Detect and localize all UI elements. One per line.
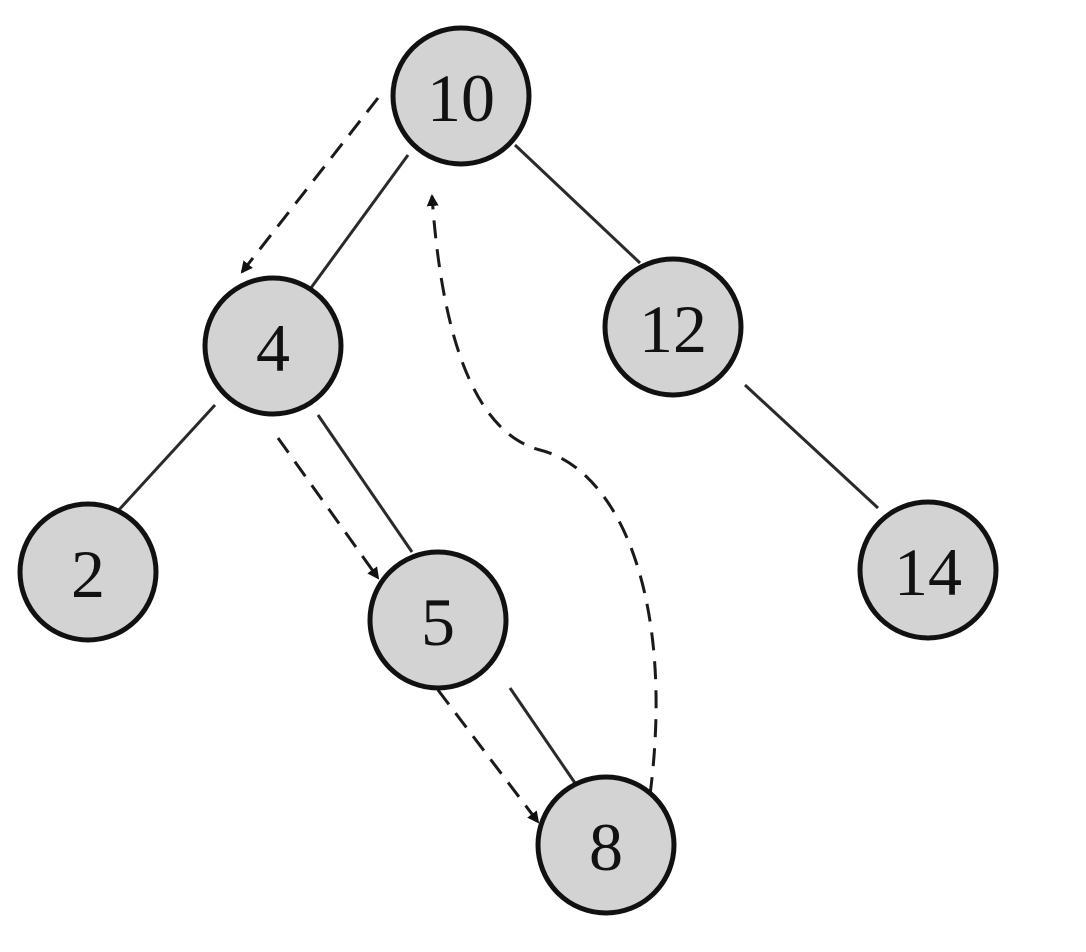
traversal-arrow-8-to-10 xyxy=(426,194,658,796)
edge-5-8 xyxy=(508,687,577,784)
traversal-arrow-10-to-4 xyxy=(240,97,380,274)
node-label-14: 14 xyxy=(894,534,962,610)
node-label-2: 2 xyxy=(71,536,105,612)
node-label-5: 5 xyxy=(421,584,455,660)
node-circle-4 xyxy=(202,275,344,417)
edge-4-5 xyxy=(316,414,414,553)
traversal-arrows xyxy=(240,97,658,824)
edge-12-14 xyxy=(743,383,880,510)
edge-4-2 xyxy=(115,403,217,514)
tree-node-14: 14 xyxy=(857,499,999,641)
tree-node-8: 8 xyxy=(535,774,677,916)
node-label-12: 12 xyxy=(639,291,707,367)
node-circle-10 xyxy=(390,25,532,167)
traversal-arrow-4-to-5 xyxy=(276,437,380,580)
node-label-10: 10 xyxy=(427,60,495,136)
edge-10-4 xyxy=(306,154,410,293)
node-circle-8 xyxy=(535,774,677,916)
node-circle-2 xyxy=(17,501,159,643)
tree-node-12: 12 xyxy=(602,256,744,398)
tree-edges xyxy=(115,143,880,784)
node-circle-12 xyxy=(602,256,744,398)
edge-10-12 xyxy=(513,143,642,265)
tree-nodes: 10 4 12 2 5 14 8 xyxy=(17,25,999,916)
tree-node-10: 10 xyxy=(390,25,532,167)
node-label-8: 8 xyxy=(589,809,623,885)
tree-node-2: 2 xyxy=(17,501,159,643)
tree-node-5: 5 xyxy=(367,549,509,691)
node-label-4: 4 xyxy=(256,310,290,386)
tree-node-4: 4 xyxy=(202,275,344,417)
traversal-arrow-5-to-8 xyxy=(436,689,540,824)
node-circle-14 xyxy=(857,499,999,641)
node-circle-5 xyxy=(367,549,509,691)
